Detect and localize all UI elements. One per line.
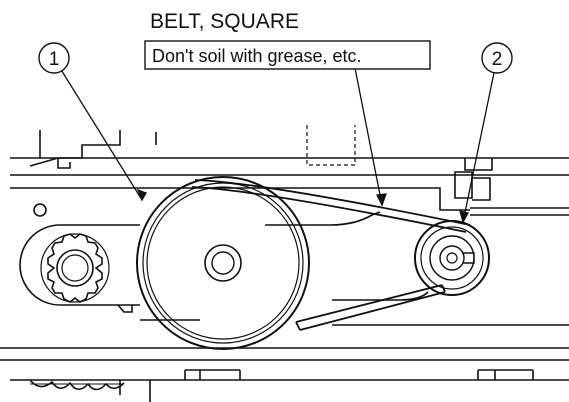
small-pulley xyxy=(414,220,490,296)
diagram-title: BELT, SQUARE xyxy=(150,10,299,33)
grease-note: Don't soil with grease, etc. xyxy=(152,46,362,66)
callout-2: 2 xyxy=(481,42,513,74)
callout-1: 1 xyxy=(38,42,70,74)
large-pulley xyxy=(136,176,310,350)
chassis-frame xyxy=(0,125,569,402)
callout-number-1: 1 xyxy=(49,49,60,70)
callout-number-2: 2 xyxy=(492,49,503,70)
small-gear xyxy=(40,233,110,303)
square-belt xyxy=(191,179,471,331)
leader-lines xyxy=(59,67,496,224)
note-box: Don't soil with grease, etc. xyxy=(144,40,431,70)
